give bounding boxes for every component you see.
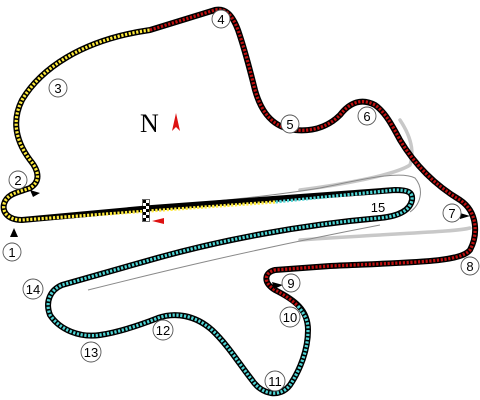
corner-6: 6	[357, 106, 377, 126]
svg-text:13: 13	[84, 345, 98, 360]
svg-text:9: 9	[287, 276, 294, 291]
infield-service-road	[87, 224, 381, 291]
sector-3-track	[46, 188, 414, 395]
corner-10: 10	[279, 306, 301, 328]
svg-text:7: 7	[448, 206, 455, 221]
corner-5: 5	[280, 114, 300, 134]
corner-14: 14	[22, 278, 44, 300]
north-arrow-icon	[172, 113, 180, 131]
corner-9-pointer	[272, 282, 283, 289]
corner-pointers	[10, 190, 470, 289]
corner-9: 9	[281, 273, 301, 293]
svg-text:8: 8	[466, 259, 473, 274]
sector-1-track	[2, 28, 276, 222]
corner-1-pointer	[10, 228, 18, 237]
svg-text:4: 4	[217, 12, 224, 27]
svg-text:12: 12	[156, 323, 170, 338]
corner-2: 2	[8, 170, 28, 190]
race-direction-arrow	[152, 218, 164, 224]
svg-text:14: 14	[26, 282, 40, 297]
svg-text:1: 1	[8, 245, 15, 260]
svg-text:11: 11	[268, 374, 282, 389]
corner-1: 1	[2, 242, 22, 262]
svg-text:2: 2	[14, 173, 21, 188]
corner-11: 11	[264, 370, 286, 392]
alternate-loop-south	[298, 226, 472, 242]
svg-text:5: 5	[286, 117, 293, 132]
svg-text:15: 15	[371, 200, 385, 215]
corner-15: 15	[371, 200, 385, 215]
track-outline	[0, 6, 479, 397]
svg-text:6: 6	[363, 109, 370, 124]
start-finish-line	[142, 199, 150, 222]
sector-2-track	[149, 8, 477, 308]
svg-text:3: 3	[54, 81, 61, 96]
corner-labels: 1 2 3 4 5 6 7 8	[2, 9, 480, 392]
corner-13: 13	[80, 341, 102, 363]
corner-12: 12	[152, 319, 174, 341]
corner-7: 7	[442, 203, 462, 223]
corner-7-pointer	[460, 213, 470, 219]
corner-8: 8	[460, 256, 480, 276]
north-label: N	[140, 109, 159, 138]
corner-4: 4	[211, 9, 231, 29]
corner-3: 3	[48, 78, 68, 98]
corner-2-pointer	[30, 190, 40, 197]
svg-text:10: 10	[283, 310, 297, 325]
north-indicator: N	[140, 109, 180, 138]
